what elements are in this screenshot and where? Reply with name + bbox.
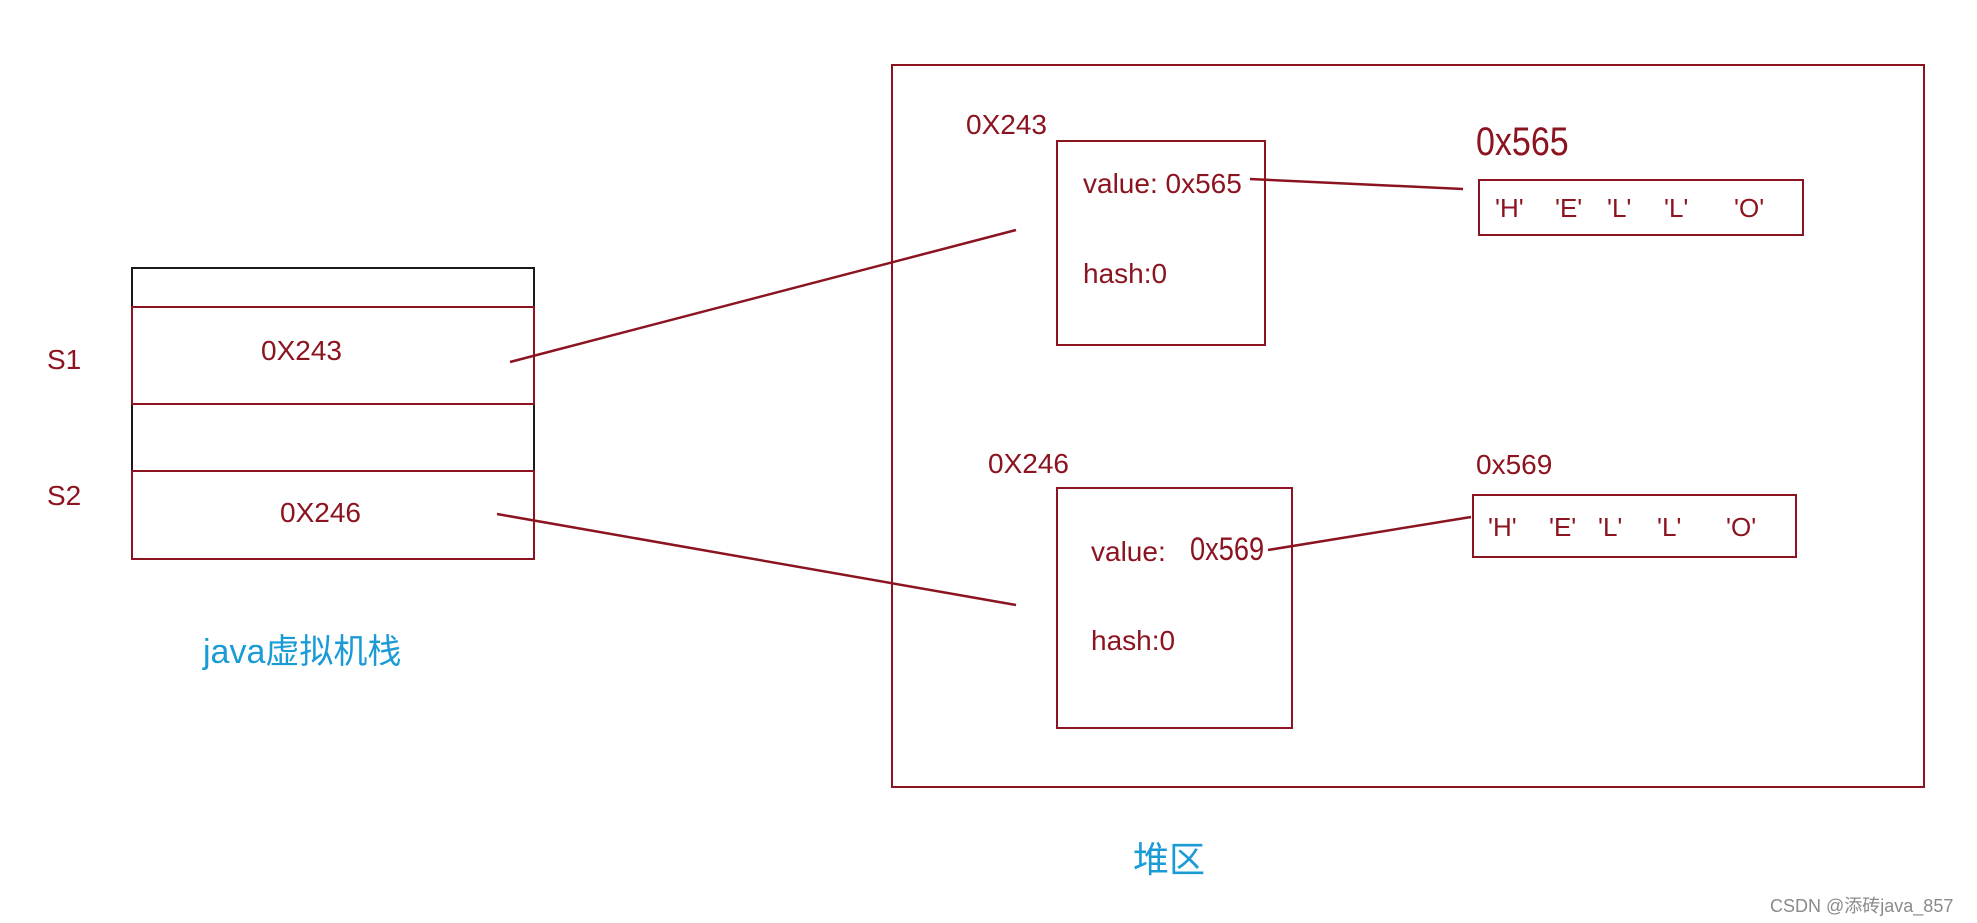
s1-label: S1 — [47, 344, 82, 375]
obj1-value-field: value: 0x565 — [1083, 168, 1242, 199]
s2-label: S2 — [47, 480, 82, 511]
obj2-address: 0X246 — [988, 448, 1069, 479]
arr1-address: 0x565 — [1476, 120, 1569, 164]
obj1-hash-field: hash:0 — [1083, 258, 1168, 289]
obj2-value-address: 0x569 — [1190, 531, 1265, 567]
string-object-1 — [1056, 140, 1266, 346]
arr2-char-1: 'E' — [1549, 512, 1577, 542]
obj2-hash-field: hash:0 — [1091, 625, 1176, 656]
obj2-to-arr2-line — [1267, 515, 1472, 552]
obj2-value-label: value: — [1091, 536, 1166, 567]
arr2-char-0: 'H' — [1488, 512, 1517, 542]
s1-to-obj1-line — [509, 228, 1017, 364]
s2-reference-value: 0X246 — [280, 497, 361, 528]
arr1-char-3: 'L' — [1664, 193, 1689, 223]
stack-title: java虚拟机栈 — [203, 633, 402, 671]
stack-slot-s1 — [131, 306, 535, 405]
arr1-char-1: 'E' — [1555, 193, 1583, 223]
char-array-2: 'H' 'E' 'L' 'L' 'O' — [1472, 494, 1797, 558]
arr2-char-4: 'O' — [1726, 512, 1757, 542]
arr2-char-3: 'L' — [1657, 512, 1682, 542]
char-array-1: 'H' 'E' 'L' 'L' 'O' — [1478, 179, 1804, 236]
arr1-char-2: 'L' — [1607, 193, 1632, 223]
heap-area — [891, 64, 1925, 788]
s1-reference-value: 0X243 — [261, 335, 342, 366]
arr1-char-0: 'H' — [1495, 193, 1524, 223]
heap-title: 堆区 — [1133, 839, 1206, 880]
arr2-address: 0x569 — [1476, 449, 1553, 480]
obj1-address: 0X243 — [966, 109, 1047, 140]
csdn-watermark: CSDN @添砖java_857 — [1770, 896, 1954, 916]
string-object-2 — [1056, 487, 1293, 729]
arr2-char-2: 'L' — [1598, 512, 1623, 542]
obj1-to-arr1-line — [1249, 177, 1464, 191]
stack-slot-s2 — [131, 470, 535, 560]
arr1-char-4: 'O' — [1734, 193, 1765, 223]
s2-to-obj2-line — [496, 512, 1017, 607]
